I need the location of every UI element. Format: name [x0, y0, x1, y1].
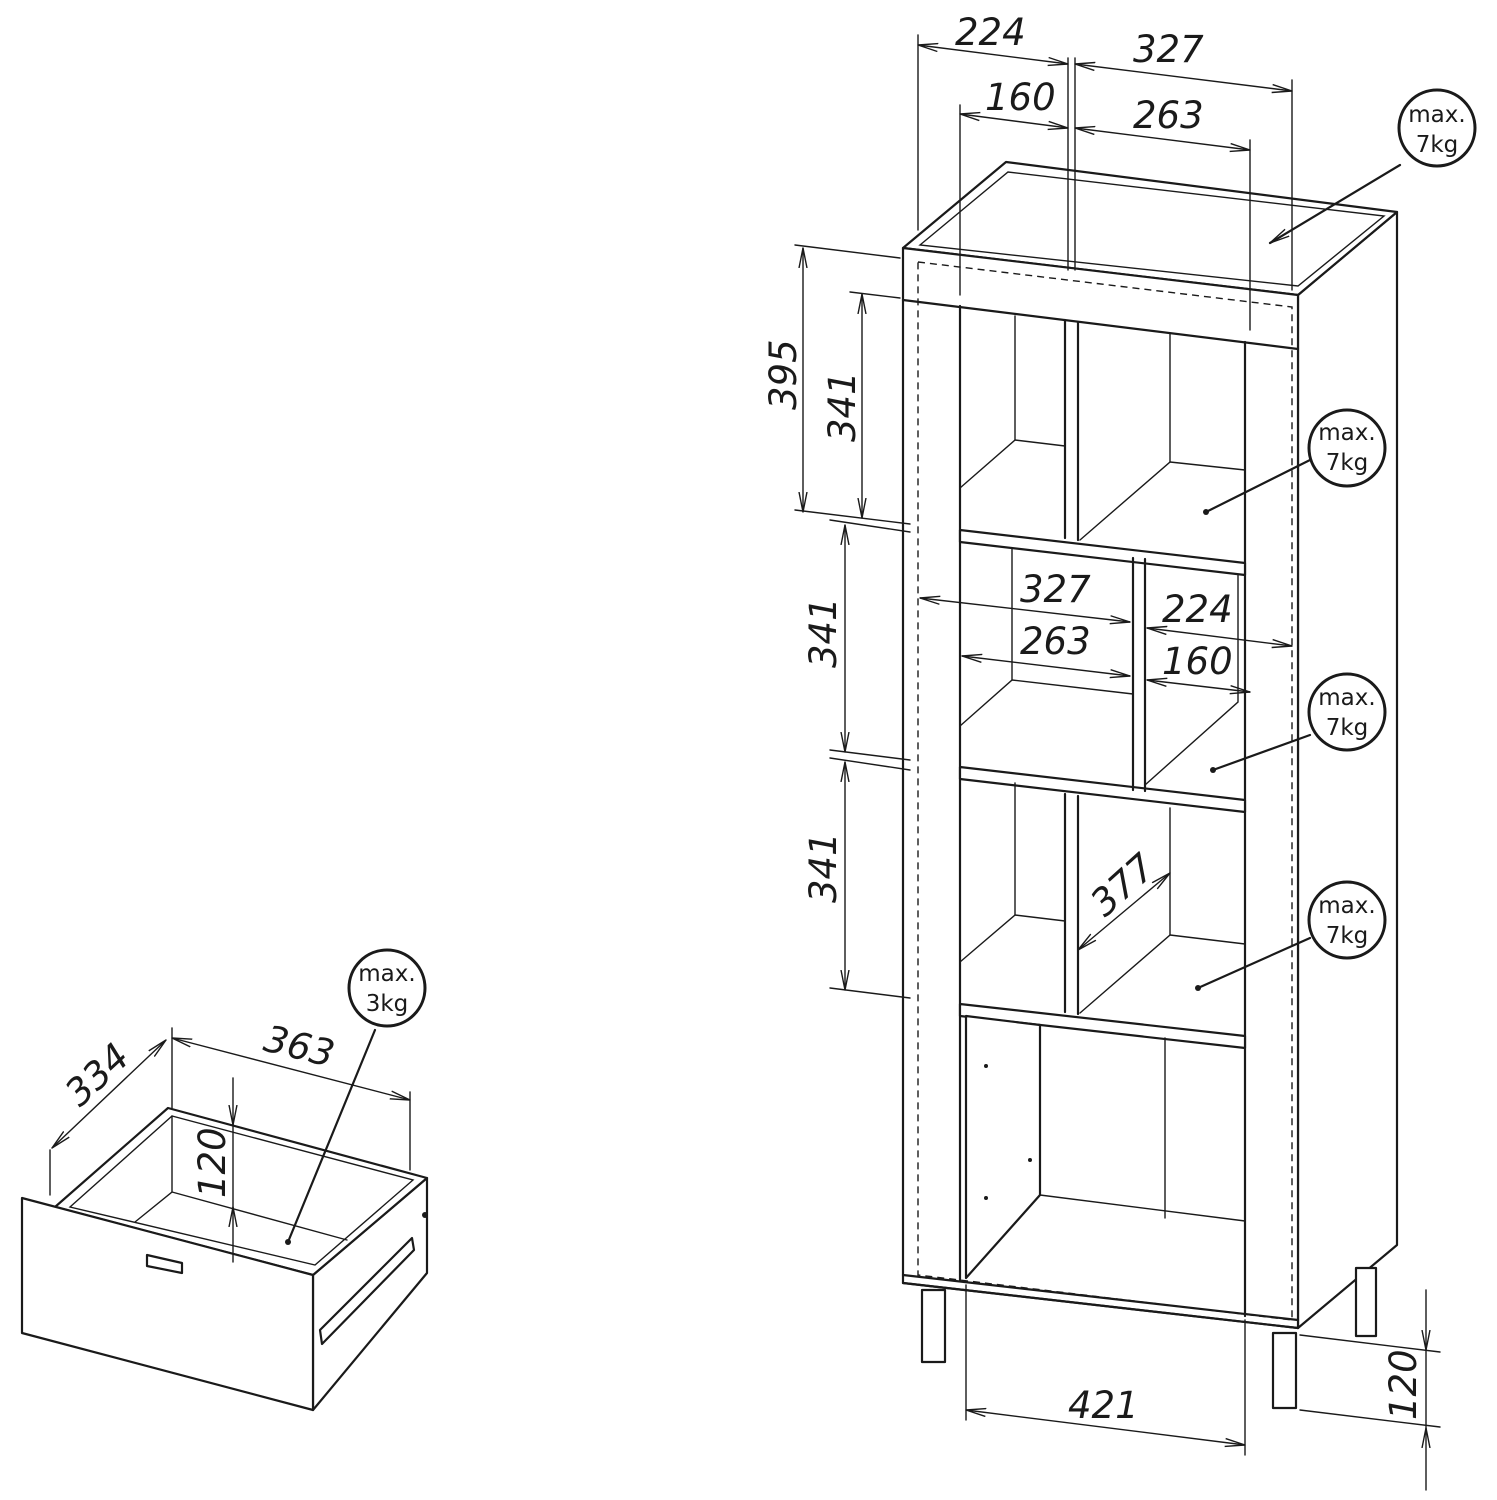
inner-dashed-outline — [917, 261, 1293, 1321]
load-badge-top: max. 7kg — [1268, 88, 1477, 245]
dim-top-outer-right: 327 — [1133, 28, 1204, 71]
dim-mid-outer-left: 327 — [1020, 568, 1091, 611]
dim-height-top-inner: 341 — [821, 371, 864, 442]
badge-drawer-value: 3kg — [366, 991, 409, 1017]
badge-shelf-1-label: max. — [1318, 420, 1375, 446]
dim-top-inner-right: 263 — [1133, 94, 1204, 137]
badge-shelf-2-label: max. — [1318, 685, 1375, 711]
hole-1 — [984, 1064, 988, 1068]
leg-front-left — [920, 1288, 947, 1364]
load-badge-drawer: max. 3kg — [285, 948, 427, 1245]
leg-back-right — [1354, 1266, 1378, 1338]
dim-leg-height: 120 — [1382, 1349, 1425, 1420]
dim-drawer-width: 363 — [260, 1017, 339, 1076]
badge-drawer-label: max. — [358, 961, 415, 987]
dim-top-inner-left: 160 — [985, 76, 1056, 119]
badge-shelf-3-label: max. — [1318, 893, 1375, 919]
drawer-inner-floor — [171, 1191, 348, 1241]
badge-shelf-2-value: 7kg — [1326, 715, 1369, 741]
drawer: 334 363 120 — [20, 1017, 429, 1412]
back-top-right-b — [1169, 461, 1246, 471]
dim-height-top-total: 395 — [762, 339, 805, 410]
dim-drawer-depth: 334 — [57, 1035, 138, 1115]
hole-3 — [984, 1196, 988, 1200]
badge-top-value: 7kg — [1416, 132, 1459, 158]
dim-mid-inner-left: 263 — [1020, 620, 1091, 663]
cabinet — [901, 160, 1399, 1410]
load-badge-shelf-2: max. 7kg — [1210, 672, 1387, 773]
leg-front-right — [1271, 1331, 1298, 1410]
dim-bottom-width: 421 — [1068, 1384, 1139, 1427]
badge-shelf-3-value: 7kg — [1326, 923, 1369, 949]
dim-height-low: 341 — [802, 832, 845, 903]
badge-top-label: max. — [1408, 102, 1465, 128]
dim-mid-outer-right: 224 — [1162, 588, 1233, 631]
back-low-left-b — [1014, 914, 1066, 922]
hole-2 — [1028, 1158, 1032, 1162]
load-badge-shelf-3: max. 7kg — [1195, 880, 1387, 991]
drawer-handle-icon — [145, 1253, 184, 1275]
shelf-1 — [958, 528, 1247, 577]
dim-height-mid: 341 — [802, 597, 845, 668]
back-top-left-b — [1014, 439, 1066, 447]
bottom-compartment-floor — [1039, 1194, 1246, 1222]
back-mid-right — [1144, 574, 1239, 786]
badge-shelf-1-value: 7kg — [1326, 450, 1369, 476]
shelf-2 — [958, 765, 1247, 814]
back-mid-left-b — [1011, 679, 1134, 695]
cabinet-bottom-edge — [901, 1281, 1300, 1330]
dim-mid-inner-right: 160 — [1162, 640, 1233, 683]
shelf-3 — [958, 1002, 1247, 1050]
cabinet-right-side — [1296, 210, 1399, 1330]
drawer-front — [20, 1196, 315, 1412]
cabinet-bottom-plinth — [901, 1273, 1300, 1322]
back-low-right-b — [1169, 934, 1246, 945]
dim-drawer-height: 120 — [191, 1127, 234, 1198]
load-badge-shelf-1: max. 7kg — [1203, 408, 1387, 515]
front-top-rail — [901, 298, 1300, 351]
dim-top-outer-left: 224 — [955, 11, 1026, 54]
cabinet-top-inner-edge — [918, 171, 1386, 287]
